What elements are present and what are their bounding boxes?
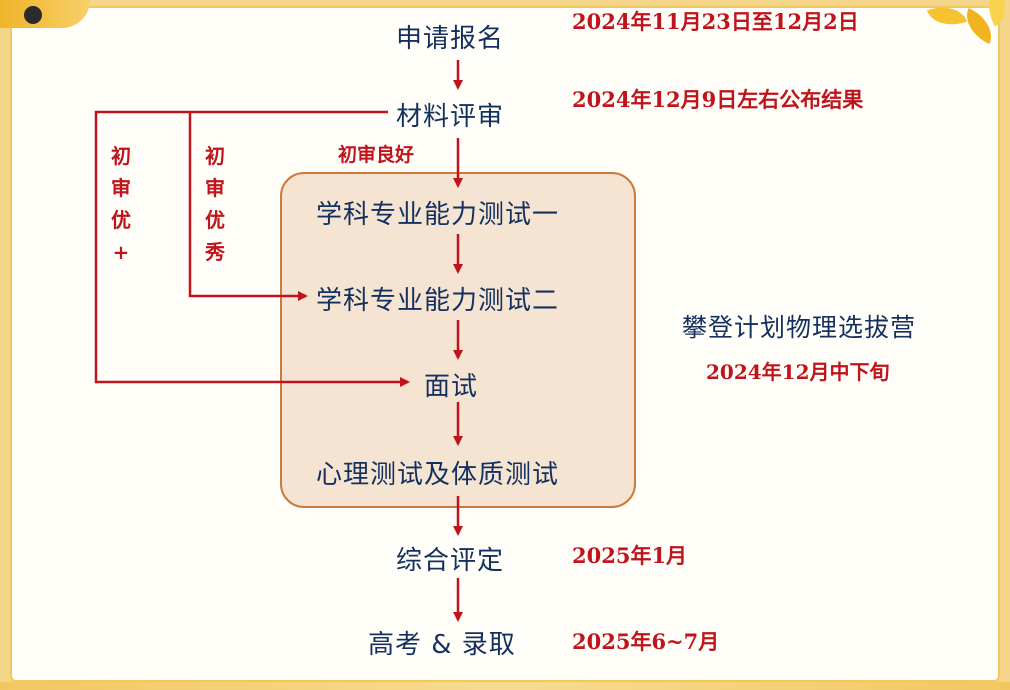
stage-eval: 综合评定: [396, 546, 505, 576]
stage-psych: 心理测试及体质测试: [316, 460, 560, 490]
stage-review: 材料评审: [396, 102, 505, 132]
branch-label-excellent: 初审优秀: [205, 144, 225, 264]
decoration-dot: [24, 6, 42, 24]
stage-test2: 学科专业能力测试二: [316, 286, 560, 316]
stage-interview: 面试: [424, 372, 479, 402]
camp-title: 攀登计划物理选拔营: [682, 313, 917, 342]
bottom-border: [0, 682, 1010, 690]
note-apply-date: 2024年11月23日至12月2日: [572, 9, 859, 34]
note-final-date: 2025年6~7月: [572, 629, 720, 654]
note-eval-date: 2025年1月: [572, 543, 688, 568]
note-review-date: 2024年12月9日左右公布结果: [572, 87, 864, 112]
stage-final: 高考 & 录取: [368, 630, 516, 660]
branch-label-excellent-plus: 初审优+: [111, 144, 131, 264]
arrow-excellent-plus-to-interview: [94, 110, 410, 387]
arrow-excellent-to-test2: [188, 110, 388, 301]
stage-test1: 学科专业能力测试一: [316, 200, 560, 230]
branch-label-good: 初审良好: [338, 144, 415, 166]
stage-apply: 申请报名: [396, 24, 505, 54]
camp-date: 2024年12月中下旬: [706, 360, 890, 384]
top-left-decoration: [0, 0, 90, 28]
